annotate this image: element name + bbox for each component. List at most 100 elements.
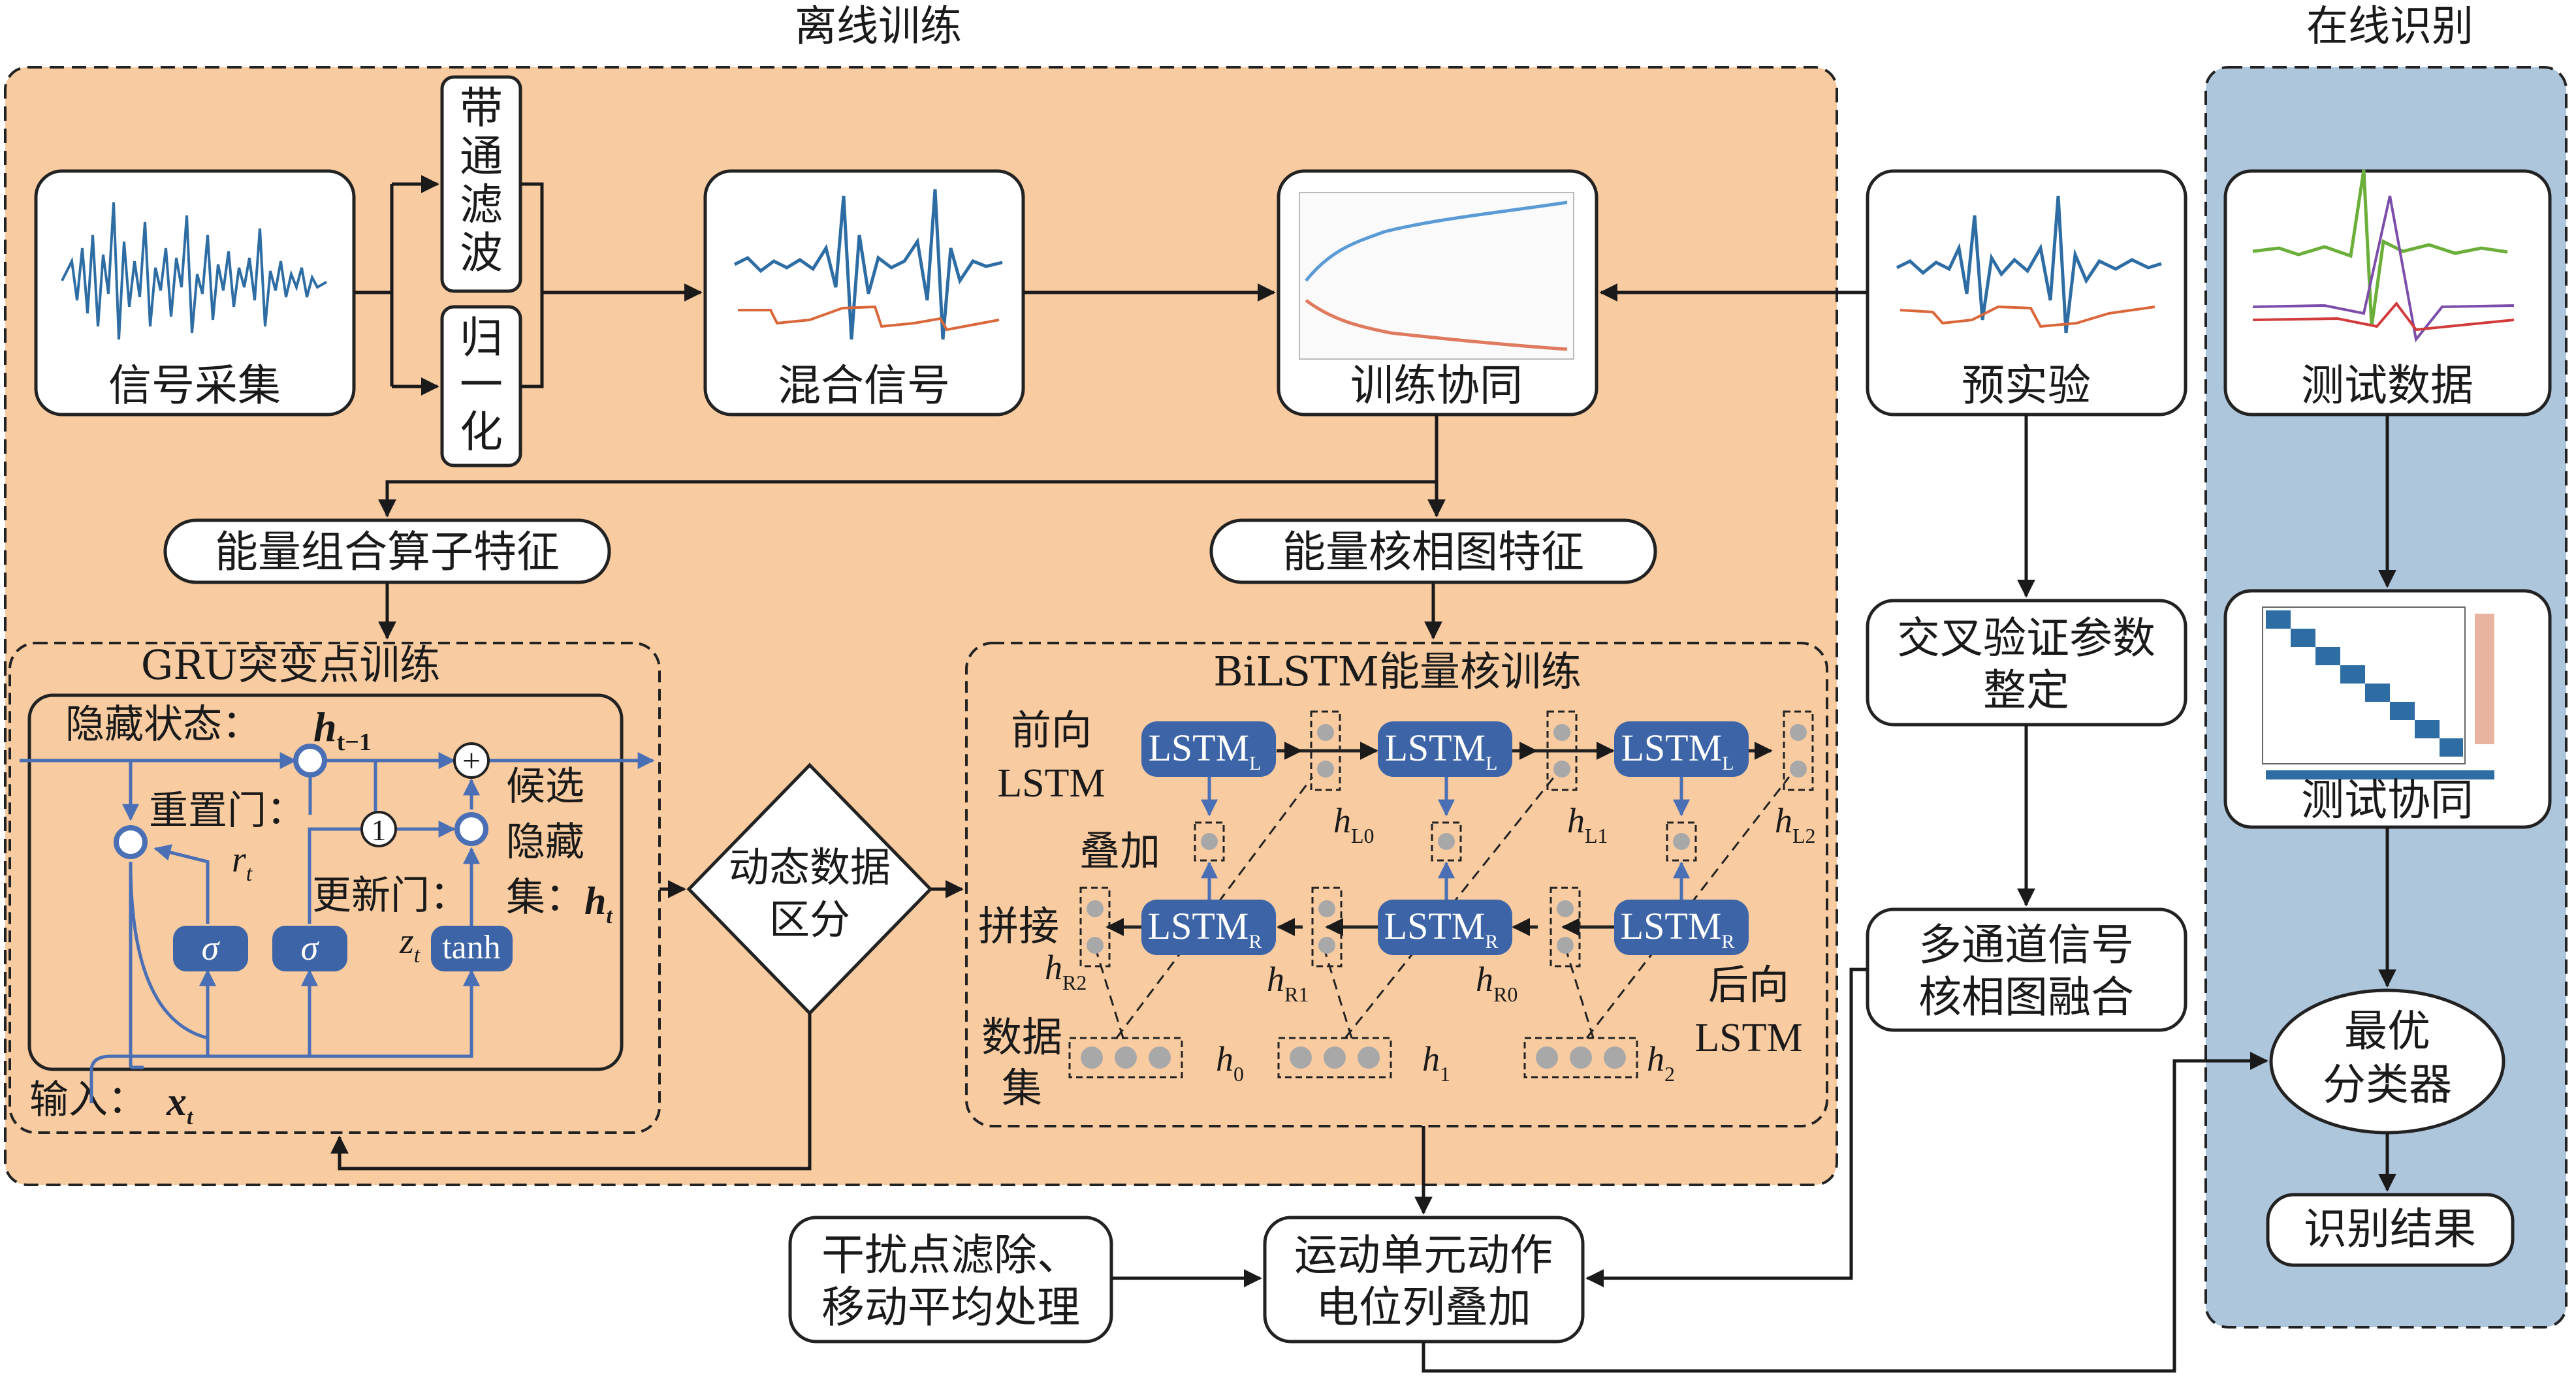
forward-line: 前向: [1011, 706, 1092, 754]
state-vectors: [1068, 710, 1814, 1078]
gru-cand-line: 候选: [506, 764, 584, 810]
normalize-box: 归 一 化: [440, 305, 522, 467]
pre-waveform-icon: [1896, 195, 2162, 334]
result-label: 识别结果: [2304, 1204, 2476, 1254]
svg-text:LSTMR: LSTMR: [1384, 905, 1499, 952]
pre-label: 预实验: [1962, 360, 2091, 411]
bandpass-char: 滤: [460, 180, 503, 230]
bandpass-char: 波: [460, 228, 503, 278]
gru-panel: [8, 642, 661, 1134]
classifier-ellipse: 最优 分类器: [2269, 988, 2505, 1135]
gru-mult-node: [454, 812, 488, 846]
energy-op-label: 能量组合算子特征: [215, 527, 560, 577]
tanh-label: tanh: [442, 929, 501, 966]
classifier-line: 最优: [2344, 1006, 2430, 1056]
confusion-matrix-icon: [2266, 610, 2463, 757]
h-r1: hR1: [1267, 960, 1309, 1006]
gru-r: rt: [232, 840, 253, 886]
mixed-waveform-icon: [733, 189, 1003, 340]
dynamic-decision: 动态数据 区分: [686, 763, 933, 1016]
result-box: 识别结果: [2266, 1193, 2515, 1267]
motion-unit-box: 运动单元动作 电位列叠加: [1263, 1216, 1585, 1344]
h-1: h1: [1422, 1039, 1450, 1086]
normalize-char: 一: [460, 360, 503, 410]
svg-text:LSTML: LSTML: [1384, 727, 1497, 774]
bandpass-char: 带: [460, 83, 503, 133]
motion-line: 电位列叠加: [1316, 1282, 1531, 1332]
gru-cand-line: 隐藏: [506, 819, 584, 865]
motion-line: 运动单元动作: [1294, 1230, 1553, 1280]
classifier-line: 分类器: [2323, 1060, 2452, 1110]
fusion-box: 多通道信号 核相图融合: [1866, 907, 2187, 1032]
h-l0: hL0: [1333, 801, 1375, 847]
filter-line: 干扰点滤除、: [821, 1230, 1080, 1280]
lstm-forward-cell: LSTML: [1614, 721, 1749, 777]
pre-experiment-box: 预实验: [1866, 169, 2187, 417]
test-sync-label: 测试协同: [2301, 775, 2473, 825]
dyn-line: 区分: [769, 896, 850, 943]
signal-waveform-icon: [61, 202, 327, 340]
bilstm-lines: [1096, 742, 1790, 1039]
loss-curve-icon: [1305, 298, 1568, 351]
bilstm-panel: [965, 642, 1828, 1127]
gru-one-minus-node: [360, 811, 397, 847]
h-r2: hR2: [1045, 948, 1087, 994]
gru-plus-node: [453, 742, 490, 779]
gru-sigma-update: σ: [272, 926, 347, 971]
gru-mult-node: [114, 825, 148, 859]
mixed-secondary-icon: [738, 305, 1000, 332]
svg-text:LSTML: LSTML: [1621, 727, 1734, 774]
bandpass-box: 带 通 滤 波: [440, 75, 522, 293]
gru-cand-line: 集：: [506, 875, 584, 920]
fusion-line: 多通道信号: [1918, 920, 2134, 970]
gru-connections: [20, 752, 655, 1103]
test-red-icon: [2252, 301, 2515, 332]
h-labels: hL0 hL1 hL2 hR2 hR1 hR0 h0 h1 h2: [1045, 801, 1816, 1086]
h-0: h0: [1216, 1039, 1244, 1086]
gru-ht: ht: [584, 879, 613, 928]
gru-cell: [27, 693, 624, 1071]
gru-x: xt: [166, 1080, 194, 1129]
signal-acquisition-box: 信号采集: [34, 169, 356, 417]
lstm-backward-cell: LSTMR: [1614, 900, 1749, 955]
gru-plus-sign: +: [462, 742, 481, 779]
train-label: 训练协同: [1350, 360, 1523, 411]
lstm-forward-cell: LSTML: [1141, 721, 1276, 777]
stack-label: 叠加: [1079, 827, 1160, 875]
gru-reset-label: 重置门：: [149, 788, 306, 834]
normalize-char: 归: [460, 313, 503, 363]
test-purple-icon: [2252, 195, 2515, 343]
gru-sigma-reset: σ: [173, 926, 248, 971]
gru-z: zt: [399, 921, 421, 967]
lstm-forward-cell: LSTML: [1378, 721, 1512, 777]
gru-nodes: + 1: [114, 742, 490, 859]
dyn-line: 动态数据: [729, 843, 891, 891]
lstm-backward-cell: LSTMR: [1141, 900, 1276, 955]
normalize-char: 化: [460, 407, 503, 457]
gru-tanh: tanh: [431, 926, 513, 971]
h-l2: hL2: [1775, 801, 1816, 847]
test-data-label: 测试数据: [2301, 360, 2473, 411]
backward-line: 后向: [1708, 961, 1789, 1009]
test-data-box: 测试数据: [2223, 169, 2552, 417]
bilstm-title: BiLSTM能量核训练: [1213, 648, 1582, 695]
energy-phase-feature: 能量核相图特征: [1209, 518, 1657, 584]
fusion-line: 核相图融合: [1918, 972, 2134, 1022]
lstm-backward-cell: LSTMR: [1378, 900, 1512, 955]
h-r0: hR0: [1476, 960, 1518, 1006]
backward-line: LSTM: [1694, 1016, 1802, 1060]
filter-box: 干扰点滤除、 移动平均处理: [788, 1216, 1113, 1344]
test-sync-box: 测试协同: [2223, 589, 2552, 829]
svg-text:LSTML: LSTML: [1148, 727, 1261, 774]
filter-line: 移动平均处理: [821, 1282, 1080, 1332]
sigma-label: σ: [202, 928, 221, 967]
sigma-label: σ: [301, 928, 320, 967]
gru-update-label: 更新门：: [312, 873, 469, 919]
mixed-signal-box: 混合信号: [703, 169, 1025, 417]
forward-line: LSTM: [997, 761, 1105, 806]
signal-label: 信号采集: [108, 360, 281, 411]
dataset-line: 数据: [981, 1013, 1062, 1061]
flow-arrows: [330, 175, 2396, 1373]
